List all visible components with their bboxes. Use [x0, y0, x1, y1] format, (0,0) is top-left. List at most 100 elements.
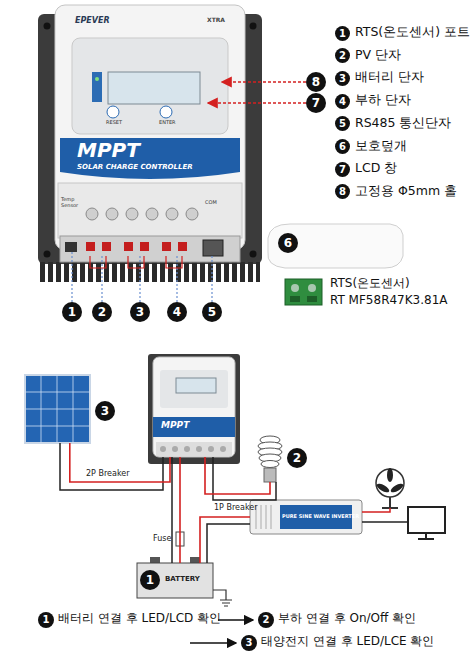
- small-controller: [156, 442, 232, 456]
- heatsink: [44, 23, 51, 30]
- small-controller: [176, 378, 216, 393]
- callout-number: 1: [140, 570, 160, 590]
- heatsink: [250, 23, 257, 30]
- brand-logo: EPEVER: [75, 16, 110, 25]
- rts-connector: [285, 279, 322, 305]
- solar-panel: [25, 375, 90, 443]
- fan: [389, 482, 404, 494]
- lamp: [264, 468, 276, 482]
- leader-line: [72, 82, 306, 302]
- controller-body: [86, 208, 98, 220]
- controller-body: [162, 242, 171, 251]
- wire: [60, 443, 163, 490]
- controller-body: [108, 72, 200, 104]
- inverter: [250, 500, 362, 534]
- product-label: PURE SINE WAVE INVERTER: [282, 514, 359, 520]
- heatsink: [38, 14, 262, 282]
- fuse-symbol: [176, 532, 184, 546]
- leader-line: [208, 102, 306, 103]
- callout-number: 6: [335, 139, 350, 154]
- small-controller: [153, 417, 235, 437]
- small-controller: [160, 370, 228, 408]
- part-name: RTS(온도센서) 포트: [355, 25, 470, 39]
- step-arrow: [190, 642, 236, 643]
- rts-connector: [291, 284, 299, 292]
- wire: [70, 443, 170, 482]
- step-arrow: [218, 619, 253, 620]
- fan: [375, 482, 390, 494]
- wire: [362, 508, 390, 512]
- edge-label: 1P Breaker: [214, 503, 257, 512]
- controller-body: [55, 5, 245, 262]
- protective-cover: [268, 224, 403, 268]
- fan: [376, 469, 404, 497]
- small-controller: [160, 446, 166, 452]
- fan: [387, 468, 393, 482]
- controller-body: [107, 106, 119, 118]
- controller-body: [178, 242, 187, 251]
- inverter: PURE SINE WAVE INVERTER: [250, 500, 362, 534]
- battery: [137, 557, 213, 598]
- step-number: 3: [241, 635, 257, 651]
- edge-label: Fuse: [153, 534, 171, 543]
- part-name: 배터리 단자: [355, 70, 424, 84]
- battery: BATTERY 1: [137, 563, 213, 598]
- heatsink: [40, 262, 260, 282]
- step-note: 태양전지 연결 후 LED/LCE 확인: [261, 635, 434, 649]
- controller-body: [160, 106, 172, 118]
- controller-body: [60, 236, 240, 262]
- callout-number: 3: [130, 302, 150, 322]
- wire: [200, 517, 250, 563]
- controller-body: [72, 38, 228, 134]
- inverter: [250, 500, 362, 534]
- solar-panel: 3: [25, 375, 90, 443]
- leader-line: [222, 81, 306, 82]
- small-controller: [172, 446, 178, 452]
- battery-label: BATTERY: [165, 575, 200, 583]
- controller-body: [65, 242, 77, 252]
- button-label: ENTER: [159, 120, 176, 126]
- controller-body: [102, 242, 111, 251]
- callout-number: 7: [306, 93, 326, 113]
- controller-body: [60, 138, 240, 179]
- controller-body: [95, 77, 99, 81]
- part-name: LCD 창: [355, 161, 397, 175]
- solar-panel: [25, 375, 90, 443]
- controller-body: [146, 208, 158, 220]
- rts-connector: [307, 296, 317, 302]
- small-controller: [153, 357, 235, 457]
- controller-body: [140, 242, 149, 251]
- small-controller: [184, 446, 190, 452]
- wire: [179, 457, 181, 563]
- controller-body: [124, 242, 133, 251]
- callout-number: 3: [335, 71, 350, 86]
- callout-number: 2: [92, 302, 112, 322]
- rts-connector: [290, 296, 300, 302]
- controller-body: [203, 240, 223, 256]
- step-number: 1: [38, 612, 54, 628]
- edge-label: 2P Breaker: [86, 469, 129, 478]
- step-number: 2: [258, 612, 274, 628]
- step-note: 부하 연결 후 On/Off 확인: [278, 612, 416, 626]
- controller-body: [126, 208, 138, 220]
- television: [418, 533, 434, 539]
- battery: [137, 563, 213, 598]
- leader-line: [90, 256, 182, 268]
- lamp: [258, 436, 282, 482]
- fan: [375, 468, 404, 508]
- part-name: 부하 단자: [355, 93, 411, 107]
- callout-number: 4: [167, 302, 187, 322]
- small-controller: [220, 446, 226, 452]
- callout-number: 1: [335, 26, 350, 41]
- lamp: [261, 461, 279, 468]
- wire: [213, 457, 276, 500]
- small-controller: [148, 354, 240, 464]
- callout-number: 5: [202, 302, 222, 322]
- callout-number: 2: [287, 448, 307, 468]
- charge-controller: MPPT: [153, 357, 235, 457]
- callout-number: 4: [335, 94, 350, 109]
- fan: [382, 497, 398, 508]
- callout-number: 5: [335, 116, 350, 131]
- television: [408, 507, 445, 533]
- controller-body: [86, 242, 95, 251]
